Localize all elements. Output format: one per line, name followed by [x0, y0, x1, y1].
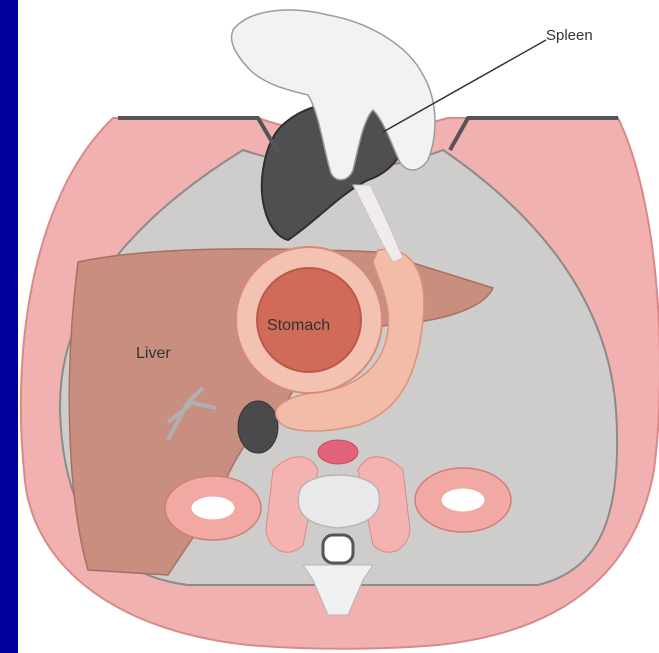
- illustration-panel: Spleen Stomach Liver: [18, 0, 659, 653]
- stomach-label: Stomach: [267, 317, 330, 334]
- abdomen-cross-section-diagram: Spleen Stomach Liver: [18, 0, 659, 653]
- liver-label: Liver: [136, 345, 171, 362]
- vertebral-body: [298, 475, 379, 528]
- aorta: [318, 440, 358, 464]
- spleen-label: Spleen: [546, 27, 593, 44]
- spinal-canal: [323, 535, 353, 563]
- gallbladder: [238, 401, 278, 453]
- kidney-left-pelvis: [191, 496, 235, 520]
- kidney-right-pelvis: [441, 488, 485, 512]
